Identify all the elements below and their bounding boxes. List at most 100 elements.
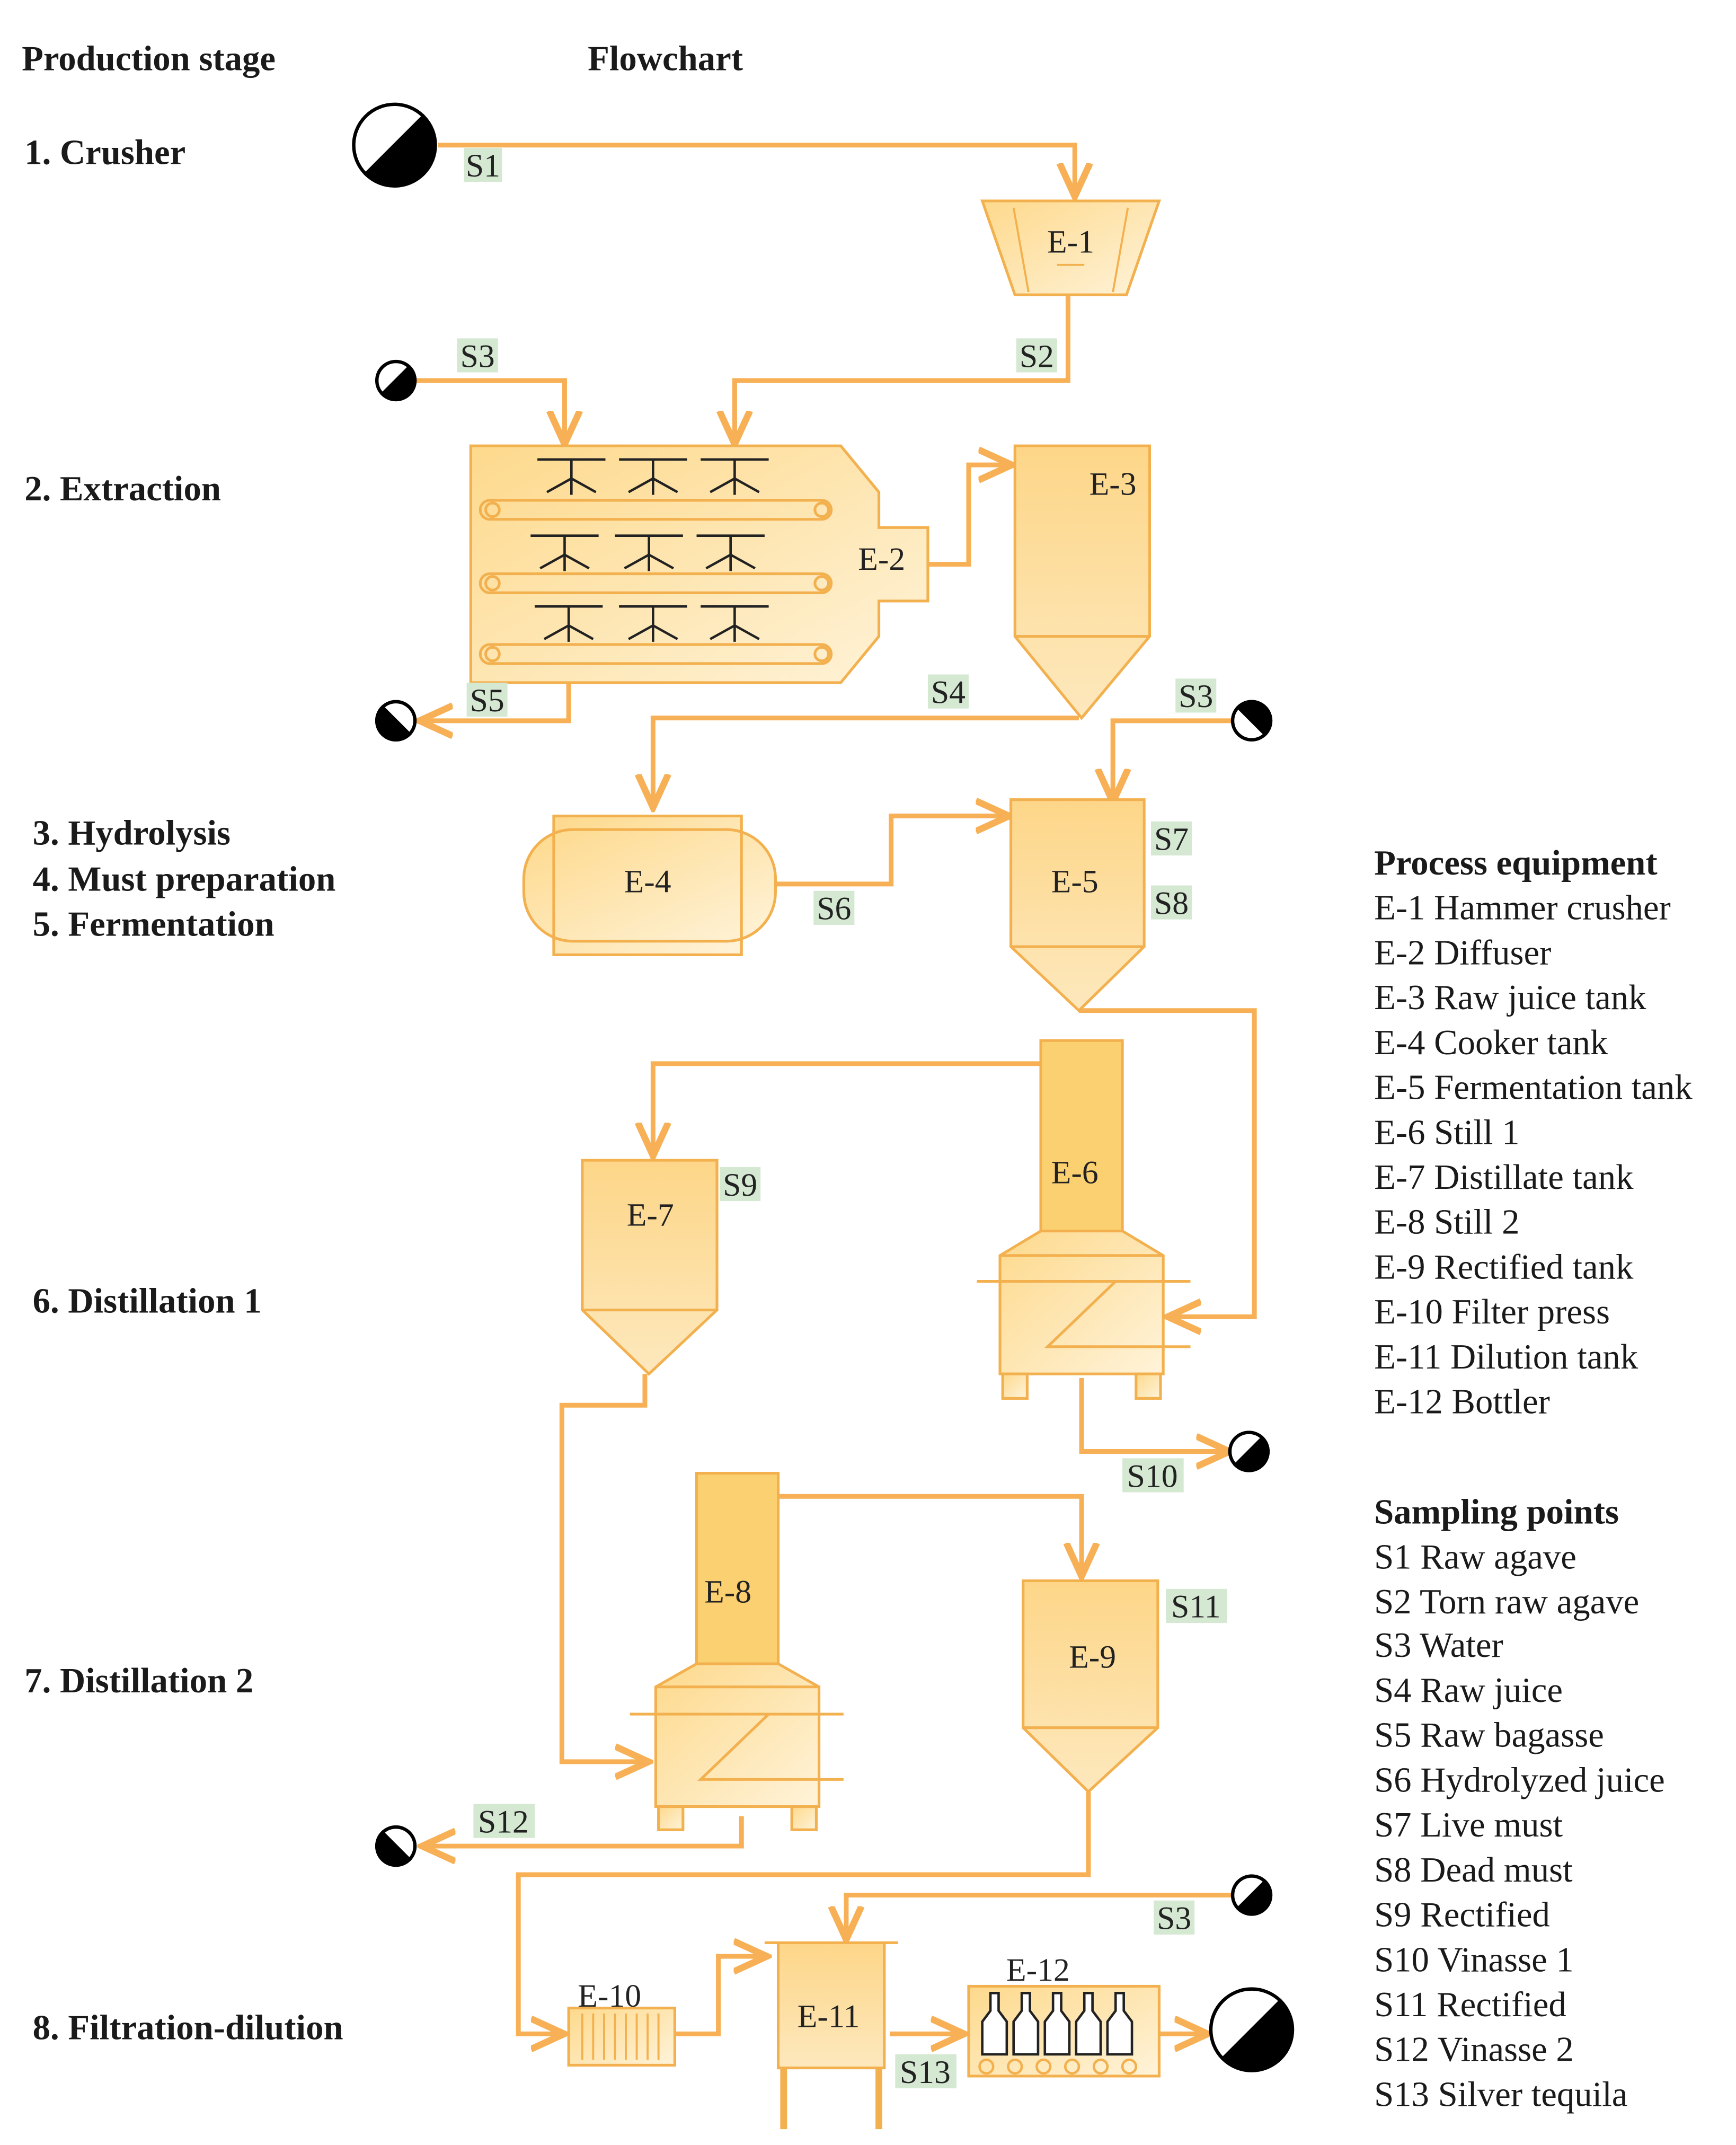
sink-node-product	[1209, 1987, 1295, 2072]
svg-text:S5: S5	[470, 683, 504, 719]
equipment-e2-diffuser: E-2	[469, 444, 929, 684]
sink-node-s5	[375, 700, 417, 742]
legend-item: E-1 Hammer crusher	[1374, 889, 1671, 928]
line-s10	[1079, 1378, 1227, 1452]
stream-tag-s13: S13	[895, 2054, 956, 2090]
equipment-e10-filter-press: E-10	[567, 1978, 676, 2067]
legend-sampling-points: Sampling points S1 Raw agave S2 Torn raw…	[1374, 1493, 1665, 2114]
line-e2-e3	[927, 465, 1009, 567]
svg-text:S11: S11	[1171, 1589, 1221, 1625]
legend-item: E-8 Still 2	[1374, 1203, 1519, 1242]
legend-item: S10 Vinasse 1	[1374, 1940, 1574, 1979]
diffuser-conveyors	[479, 499, 833, 665]
svg-text:S7: S7	[1154, 822, 1189, 858]
stream-tag-s3-mid: S3	[1175, 678, 1217, 714]
source-node-s3-top	[375, 359, 417, 402]
stage-label: 2. Extraction	[24, 470, 221, 508]
equipment-e9-rectified-tank: E-9	[1022, 1579, 1159, 1794]
svg-text:S8: S8	[1154, 885, 1189, 921]
stream-tag-s10: S10	[1122, 1458, 1184, 1494]
legend-item: E-2 Diffuser	[1374, 933, 1551, 972]
legend-item: S9 Rectified	[1374, 1896, 1550, 1935]
column-headers: Production stage Flowchart	[22, 40, 743, 78]
svg-text:S1: S1	[466, 148, 500, 184]
line-e9-e10	[516, 1791, 1091, 2034]
legend-item: S8 Dead must	[1374, 1851, 1573, 1890]
source-node-s3-bottom	[1230, 1874, 1273, 1916]
stream-tag-s8: S8	[1151, 885, 1192, 921]
legend-item: E-9 Rectified tank	[1374, 1248, 1634, 1286]
svg-text:S9: S9	[723, 1167, 757, 1203]
legend-item: S13 Silver tequila	[1374, 2075, 1627, 2114]
line-s3-bottom	[846, 1892, 1232, 1937]
legend-title-equipment: Process equipment	[1374, 844, 1658, 882]
legend-item: S5 Raw bagasse	[1374, 1716, 1604, 1755]
line-s12	[424, 1816, 744, 1846]
equipment-e4-cooker-tank: E-4	[522, 814, 777, 956]
line-e10-e11	[676, 1956, 765, 2036]
legend-item: S11 Rectified	[1374, 1985, 1566, 2024]
equipment-e6-still-1: E-6	[977, 1039, 1191, 1400]
line-e5-e6	[1078, 1008, 1257, 1317]
stream-tag-s4: S4	[927, 674, 969, 710]
svg-text:S6: S6	[817, 891, 851, 927]
legend-item: S4 Raw juice	[1374, 1671, 1563, 1710]
legend-item: E-12 Bottler	[1374, 1383, 1550, 1422]
equipment-e3-raw-juice-tank: E-3	[1013, 444, 1152, 720]
equipment-e8-still-2: E-8	[630, 1472, 844, 1831]
equipment-label-e11: E-11	[798, 1999, 860, 2035]
equipment-e7-distillate-tank: E-7	[581, 1159, 719, 1376]
svg-text:S12: S12	[478, 1804, 529, 1840]
svg-text:S2: S2	[1020, 338, 1054, 374]
legend-item: E-4 Cooker tank	[1374, 1023, 1608, 1062]
line-e7-e8	[559, 1374, 646, 1762]
stream-tag-s2: S2	[1016, 338, 1057, 374]
equipment-label-e7: E-7	[627, 1197, 674, 1233]
line-s1	[438, 143, 1075, 194]
line-s3-top	[415, 378, 564, 442]
legend-title-sampling: Sampling points	[1374, 1493, 1619, 1532]
legend-item: E-10 Filter press	[1374, 1293, 1610, 1331]
stream-lines	[415, 143, 1257, 2036]
stream-tags: S1 S3 S2 S5 S4 S3 S7 S8	[457, 148, 1227, 2090]
legend-item: S6 Hydrolyzed juice	[1374, 1761, 1665, 1799]
legend-item: S3 Water	[1374, 1626, 1503, 1665]
terminal-nodes	[352, 102, 1295, 2072]
equipment-label-e6: E-6	[1051, 1155, 1099, 1191]
equipment-e12-bottler: E-12	[967, 1952, 1161, 2078]
line-e8-e9	[780, 1494, 1082, 1574]
bottler-bottles	[981, 1992, 1133, 2056]
stream-tag-s11: S11	[1166, 1589, 1227, 1625]
svg-text:S4: S4	[931, 674, 966, 710]
source-node-s1	[352, 102, 437, 188]
equipment-label-e3: E-3	[1090, 466, 1137, 502]
line-e6-e7	[653, 1061, 1041, 1153]
equipment: E-1 E-2	[469, 199, 1191, 2130]
line-s2	[734, 296, 1070, 442]
stream-tag-s6: S6	[813, 891, 855, 927]
stage-label: 8. Filtration-dilution	[33, 2009, 343, 2047]
legend-item: S7 Live must	[1374, 1806, 1563, 1844]
legend-item: E-11 Dilution tank	[1374, 1338, 1638, 1376]
equipment-e5-fermentation-tank: E-5	[1009, 798, 1146, 1013]
equipment-label-e12: E-12	[1006, 1952, 1070, 1988]
header-flowchart: Flowchart	[588, 40, 743, 78]
equipment-label-e1: E-1	[1047, 224, 1094, 260]
stage-label: 3. Hydrolysis	[33, 814, 231, 852]
stage-label: 7. Distillation 2	[24, 1662, 253, 1700]
diffuser-spray-nozzles	[530, 458, 769, 642]
svg-text:S3: S3	[460, 338, 495, 374]
legend-item: E-7 Distillate tank	[1374, 1158, 1634, 1197]
stage-label: 4. Must preparation	[33, 860, 336, 899]
bottler-rollers	[978, 2058, 1138, 2075]
equipment-label-e2: E-2	[858, 541, 905, 577]
equipment-label-e5: E-5	[1051, 863, 1099, 899]
sink-node-s12	[375, 1825, 417, 1867]
legend-process-equipment: Process equipment E-1 Hammer crusher E-2…	[1374, 844, 1693, 1422]
equipment-e1-hammer-crusher: E-1	[980, 199, 1162, 296]
equipment-label-e8: E-8	[704, 1574, 751, 1610]
svg-text:S3: S3	[1179, 678, 1213, 714]
svg-text:S13: S13	[900, 2054, 951, 2090]
equipment-label-e10: E-10	[578, 1978, 641, 2014]
